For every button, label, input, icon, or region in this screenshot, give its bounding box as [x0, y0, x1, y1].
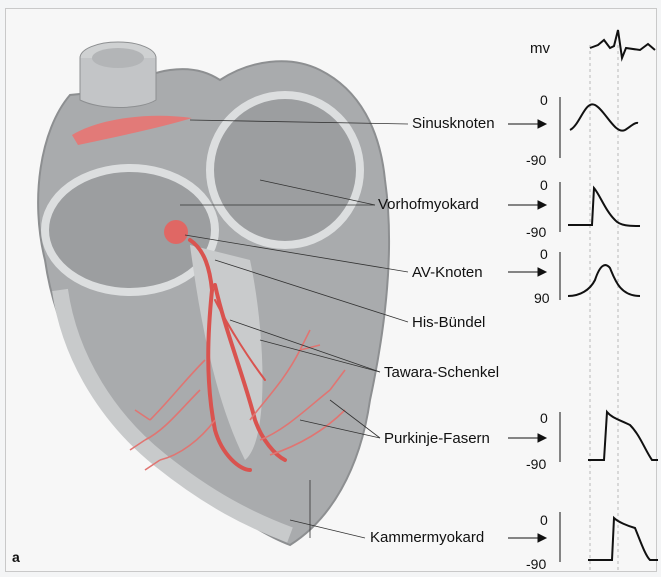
av-node	[164, 220, 188, 244]
label-av-knoten: AV-Knoten	[412, 264, 483, 282]
ecg-trace	[590, 30, 655, 58]
label-sinusknoten: Sinusknoten	[412, 115, 495, 133]
scale-top: 0	[540, 410, 548, 426]
ventricle-trace	[588, 518, 658, 560]
scale-top: 0	[540, 512, 548, 528]
label-his-buendel: His-Bündel	[412, 314, 485, 332]
scale-bottom: -90	[526, 152, 546, 168]
atrial-trace	[568, 188, 640, 226]
scale-bottom: -90	[526, 556, 546, 572]
label-kammermyokard: Kammermyokard	[370, 529, 484, 547]
left-atrium	[210, 95, 360, 245]
scale-top: 0	[540, 92, 548, 108]
scale-bottom: 90	[534, 290, 550, 306]
scale-bottom: -90	[526, 456, 546, 472]
label-vorhofmyokard: Vorhofmyokard	[378, 196, 479, 214]
label-tawara-schenkel: Tawara-Schenkel	[384, 364, 499, 382]
right-atrium	[45, 168, 215, 292]
scale-bottom: -90	[526, 224, 546, 240]
purkinje-trace	[588, 412, 658, 460]
unit-label: mv	[530, 40, 550, 58]
scale-top: 0	[540, 246, 548, 262]
scale-top: 0	[540, 177, 548, 193]
av-trace	[568, 265, 640, 296]
label-purkinje-fasern: Purkinje-Fasern	[384, 430, 490, 448]
sinus-trace	[570, 104, 638, 130]
panel-letter: a	[12, 549, 20, 565]
